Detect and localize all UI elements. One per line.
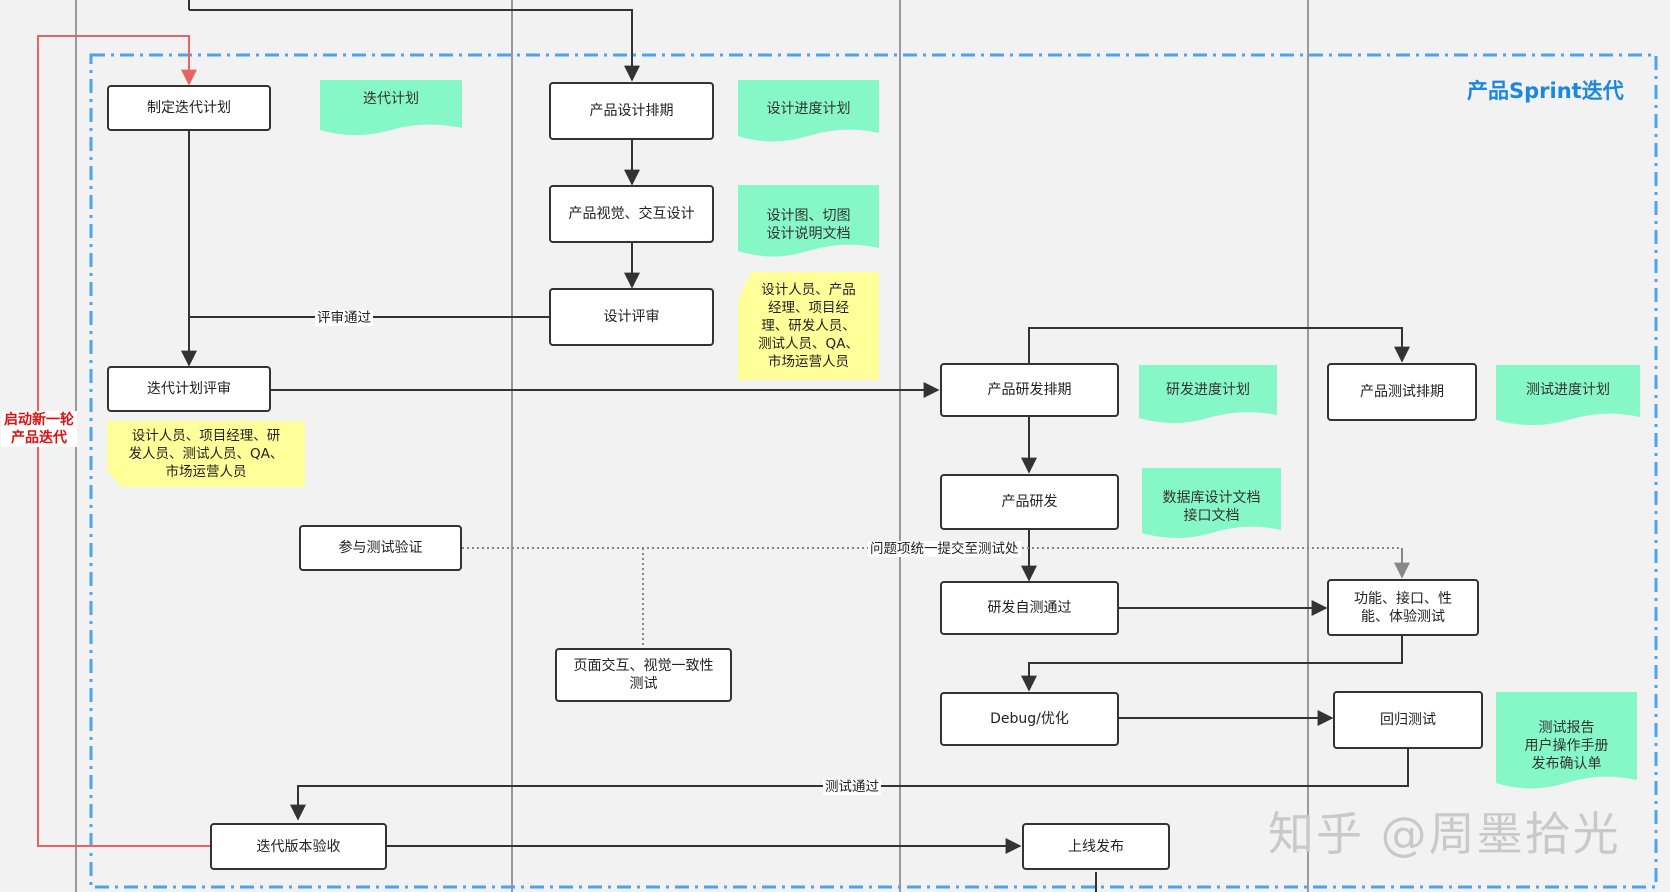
- note-line3: 理、研发人员、: [761, 318, 856, 334]
- process-self-test-passed[interactable]: 研发自测通过: [940, 581, 1119, 635]
- restart-label-line1: 启动新一轮: [4, 412, 74, 428]
- watermark-text: 知乎 @周墨拾光: [1268, 807, 1621, 861]
- document-label-line1: 数据库设计文档: [1162, 490, 1261, 506]
- document-label: 测试进度计划: [1526, 382, 1610, 398]
- note-line1: 设计人员、项目经理、研: [131, 428, 281, 444]
- process-release[interactable]: 上线发布: [1022, 823, 1170, 870]
- process-label: 上线发布: [1068, 838, 1124, 855]
- process-label: 迭代版本验收: [256, 838, 341, 855]
- process-test-schedule[interactable]: 产品测试排期: [1327, 363, 1477, 421]
- doc-shape-design-docs: [738, 185, 879, 257]
- process-label: 产品设计排期: [589, 103, 674, 119]
- process-label: 迭代计划评审: [147, 381, 231, 397]
- note-shape-plan-review: [107, 421, 305, 487]
- note-shape-design-review: [738, 272, 879, 380]
- process-regression-test[interactable]: 回归测试: [1333, 691, 1483, 749]
- doc-shape-reports: [1496, 692, 1637, 789]
- note-plan-review-participants: 设计人员、项目经理、研 发人员、测试人员、QA、 市场运营人员: [107, 421, 305, 487]
- restart-iteration-label: 启动新一轮 产品迭代: [1, 411, 77, 447]
- document-label-line3: 发布确认单: [1531, 756, 1602, 772]
- process-label: 制定迭代计划: [147, 100, 231, 116]
- process-label: 回归测试: [1380, 712, 1436, 728]
- process-label: 产品测试排期: [1360, 384, 1444, 400]
- doc-shape-dev-progress: [1139, 365, 1277, 423]
- doc-shape-test-progress: [1496, 365, 1640, 425]
- process-label: 产品研发排期: [987, 382, 1072, 398]
- process-label: 研发自测通过: [987, 600, 1072, 616]
- document-label-line2: 设计说明文档: [766, 225, 851, 242]
- note-line2: 发人员、测试人员、QA、: [128, 446, 284, 462]
- note-design-review-participants: 设计人员、产品 经理、项目经 理、研发人员、 测试人员、QA、 市场运营人员: [738, 272, 879, 380]
- document-iteration-plan[interactable]: 迭代计划: [320, 80, 462, 130]
- process-visual-interaction-design[interactable]: 产品视觉、交互设计: [549, 185, 714, 243]
- process-design-review[interactable]: 设计评审: [549, 288, 714, 346]
- restart-loop-connector: [37, 35, 210, 847]
- process-label-line2: 能、体验测试: [1361, 608, 1445, 625]
- incoming-connectors: [188, 0, 640, 82]
- process-make-iteration-plan[interactable]: 制定迭代计划: [107, 85, 271, 131]
- process-join-test-verification[interactable]: 参与测试验证: [299, 525, 462, 571]
- sprint-title: 产品Sprint迭代: [1467, 79, 1624, 103]
- document-db-interface-docs[interactable]: 数据库设计文档 接口文档: [1142, 468, 1281, 530]
- document-test-reports[interactable]: 测试报告 用户操作手册 发布确认单: [1496, 692, 1637, 782]
- process-label: Debug/优化: [990, 711, 1069, 727]
- doc-shape-db-docs: [1142, 468, 1281, 538]
- process-function-interface-test[interactable]: 功能、接口、性 能、体验测试: [1327, 579, 1479, 636]
- process-debug-optimize[interactable]: Debug/优化: [940, 692, 1119, 746]
- document-label-line1: 设计图、切图: [766, 207, 851, 224]
- process-product-development[interactable]: 产品研发: [940, 474, 1119, 530]
- doc-shape-design-progress: [738, 80, 879, 142]
- process-label: 参与测试验证: [338, 540, 423, 556]
- document-test-progress-plan[interactable]: 测试进度计划: [1496, 365, 1640, 419]
- note-line4: 测试人员、QA、: [758, 336, 859, 352]
- note-line5: 市场运营人员: [768, 354, 849, 370]
- document-shapes: [320, 80, 1640, 789]
- document-label: 设计进度计划: [766, 101, 851, 117]
- process-label: 产品研发: [1001, 494, 1058, 510]
- note-line2: 经理、项目经: [768, 300, 849, 316]
- edge-label-issues-submit: 问题项统一提交至测试处: [868, 541, 1021, 557]
- process-version-acceptance[interactable]: 迭代版本验收: [210, 823, 387, 870]
- document-label: 研发进度计划: [1166, 382, 1250, 398]
- process-label: 设计评审: [603, 309, 660, 325]
- process-ui-consistency-test[interactable]: 页面交互、视觉一致性 测试: [555, 648, 732, 702]
- process-label: 产品视觉、交互设计: [568, 206, 695, 222]
- note-line3: 市场运营人员: [165, 464, 247, 480]
- edge-label-review-pass: 评审通过: [315, 310, 373, 326]
- document-label-line2: 接口文档: [1183, 508, 1240, 524]
- doc-shape-iter-plan: [320, 80, 462, 135]
- process-design-schedule[interactable]: 产品设计排期: [549, 82, 714, 140]
- process-label-line1: 功能、接口、性: [1354, 590, 1452, 607]
- issue-connectors: [462, 547, 1410, 648]
- process-label-line2: 测试: [629, 676, 658, 692]
- process-dev-schedule[interactable]: 产品研发排期: [940, 363, 1119, 417]
- document-dev-progress-plan[interactable]: 研发进度计划: [1139, 365, 1277, 417]
- process-label-line1: 页面交互、视觉一致性: [573, 658, 714, 674]
- restart-label-line2: 产品迭代: [11, 430, 67, 446]
- document-label: 迭代计划: [363, 91, 419, 107]
- document-design-files[interactable]: 设计图、切图 设计说明文档: [738, 185, 879, 250]
- document-label-line1: 测试报告: [1538, 720, 1595, 736]
- note-shapes: [107, 272, 879, 487]
- document-design-progress-plan[interactable]: 设计进度计划: [738, 80, 879, 135]
- note-line1: 设计人员、产品: [761, 282, 856, 298]
- sprint-frame: [89, 53, 1658, 889]
- document-label-line2: 用户操作手册: [1524, 738, 1609, 754]
- edge-label-test-pass: 测试通过: [823, 779, 881, 795]
- process-iteration-plan-review[interactable]: 迭代计划评审: [107, 366, 271, 412]
